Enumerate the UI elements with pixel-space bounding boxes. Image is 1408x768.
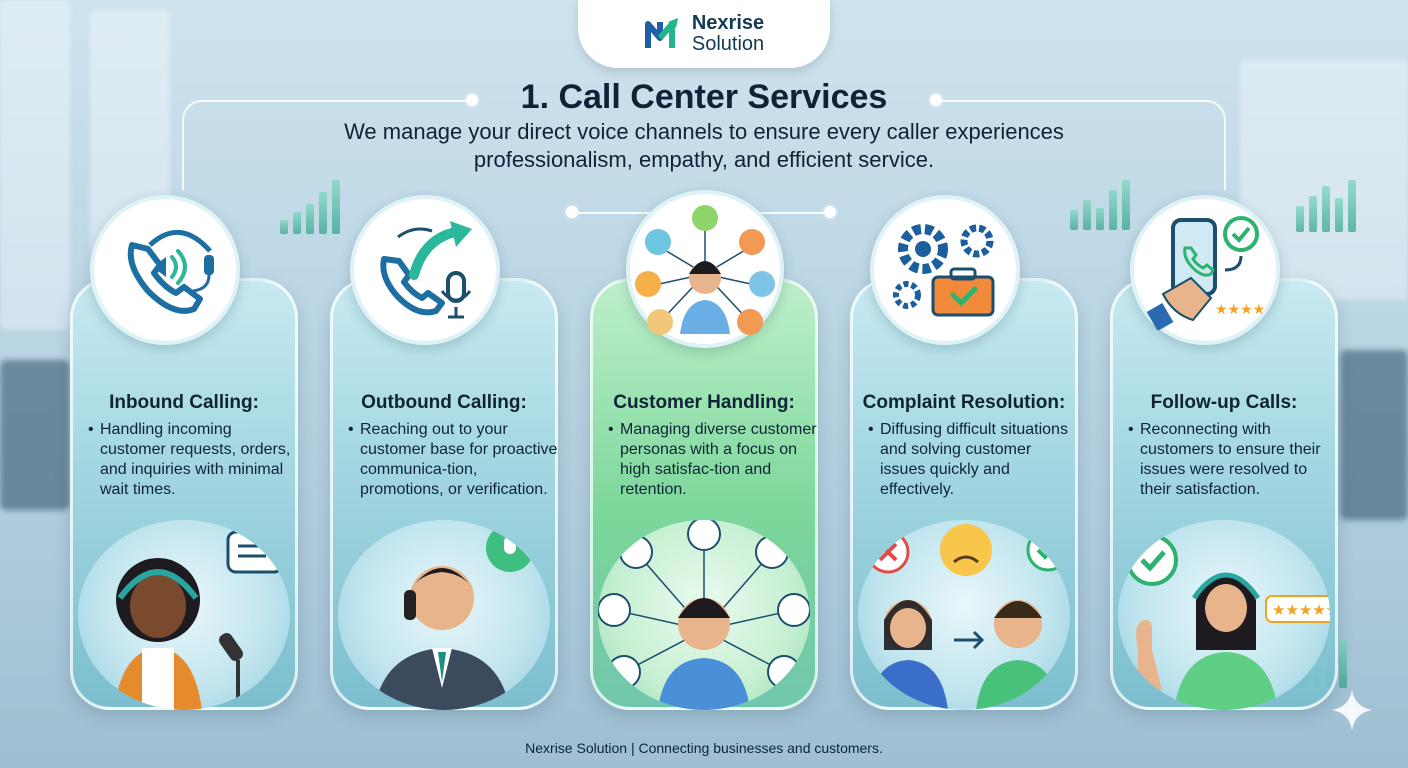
connector-dot <box>466 94 478 106</box>
background-monitor <box>0 360 70 510</box>
footer-tagline: Nexrise Solution | Connecting businesses… <box>525 740 883 756</box>
sparkle-icon <box>1332 690 1372 730</box>
phone-sound-headset-icon <box>90 195 240 345</box>
svg-text:★★★★: ★★★★ <box>1215 302 1265 318</box>
background-bar-chart <box>1296 180 1356 232</box>
connector-line <box>938 100 1226 190</box>
service-title-outbound: Outbound Calling: <box>361 392 527 413</box>
service-description-inbound: Handling incoming customer requests, ord… <box>86 420 298 500</box>
background-bar-chart <box>1070 180 1130 230</box>
nexrise-logo-icon <box>644 18 678 48</box>
service-description-complaint-resolution: Diffusing difficult situations and solvi… <box>866 420 1078 500</box>
connector-dot <box>824 206 836 218</box>
agent-waving-rating-illustration: ★★★★★ <box>1118 520 1330 710</box>
service-description-outbound: Reaching out to your customer base for p… <box>346 420 558 500</box>
connector-line <box>182 100 472 190</box>
connector-dot <box>566 206 578 218</box>
service-title-inbound: Inbound Calling: <box>109 392 259 413</box>
svg-text:★★★★★: ★★★★★ <box>1272 601 1330 619</box>
customer-network-illustration <box>598 520 810 710</box>
service-title-customer-handling: Customer Handling: <box>613 392 795 413</box>
agent-emotions-icon <box>626 190 784 348</box>
brand-name-line2: Solution <box>691 33 765 55</box>
page-subtitle: We manage your direct voice channels to … <box>344 119 1064 172</box>
upset-to-happy-customer-illustration <box>858 520 1070 710</box>
phone-check-rating-icon: ★★★★ <box>1130 195 1280 345</box>
page-title: 1. Call Center Services <box>520 78 888 116</box>
agent-on-phone-illustration <box>338 520 550 710</box>
gears-toolbox-icon <box>870 195 1020 345</box>
service-description-follow-up: Reconnecting with customers to ensure th… <box>1126 420 1338 500</box>
background-window <box>0 0 70 330</box>
service-description-customer-handling: Managing diverse customer personas with … <box>606 420 818 500</box>
agent-with-microphone-illustration <box>78 520 290 710</box>
service-title-follow-up: Follow-up Calls: <box>1150 392 1298 413</box>
service-title-complaint-resolution: Complaint Resolution: <box>862 392 1066 413</box>
connector-dot <box>930 94 942 106</box>
background-monitor <box>1340 350 1408 520</box>
brand-name-line1: Nexrise <box>691 12 765 34</box>
brand-logo: Nexrise Solution <box>578 0 830 68</box>
phone-arrow-microphone-icon <box>350 195 500 345</box>
background-bar-chart <box>280 180 340 234</box>
